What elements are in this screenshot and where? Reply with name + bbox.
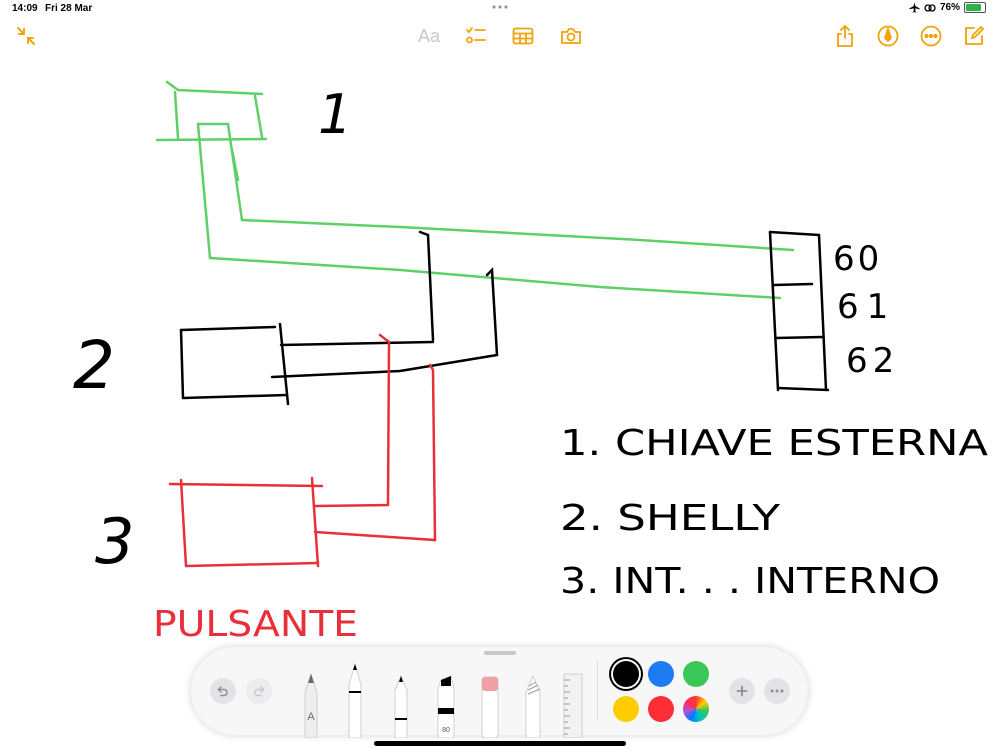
table-icon[interactable]: [509, 22, 537, 50]
palette-more-button[interactable]: [764, 678, 790, 704]
share-icon[interactable]: [831, 22, 859, 50]
number-2: 2: [73, 327, 115, 404]
color-swatch-red[interactable]: [648, 696, 674, 722]
tool-tray: A 80: [304, 662, 583, 738]
color-picker-multicolor[interactable]: [683, 696, 709, 722]
plus-icon: [736, 685, 748, 697]
black-wires: [179, 230, 830, 406]
legend-2: 2. SHELLY: [560, 498, 781, 539]
camera-icon[interactable]: [557, 22, 585, 50]
battery-percent: 76%: [939, 2, 960, 13]
marker-tool[interactable]: 80: [437, 675, 455, 738]
airplane-icon: [909, 2, 920, 13]
multitasking-dots-icon[interactable]: [491, 4, 509, 10]
ruler-tool[interactable]: [563, 673, 583, 738]
checklist-icon[interactable]: [462, 22, 490, 50]
battery-icon: [964, 2, 986, 13]
legend-3: 3. INT. . . INTERNO: [560, 561, 940, 602]
undo-icon: [217, 686, 228, 697]
undo-button[interactable]: [210, 678, 236, 704]
status-date: Fri 28 Mar: [45, 3, 93, 14]
add-button[interactable]: [729, 678, 755, 704]
collapse-icon[interactable]: [12, 22, 40, 50]
home-indicator[interactable]: [374, 741, 626, 746]
redo-icon: [254, 686, 265, 697]
text-format-button[interactable]: Aa: [417, 25, 441, 46]
terminal-61: 61: [837, 287, 896, 327]
legend-1: 1. CHIAVE ESTERNA: [560, 423, 988, 464]
markup-palette: [191, 647, 808, 735]
compose-icon[interactable]: [960, 22, 988, 50]
color-swatch-green[interactable]: [683, 661, 709, 687]
color-swatch-black[interactable]: [613, 661, 639, 687]
red-label-pulsante: PULSANTE: [153, 604, 358, 645]
marker-tool-label: 80: [442, 727, 450, 734]
terminal-60: 60: [833, 239, 882, 279]
status-time: 14:09: [12, 3, 38, 14]
more-icon: [770, 689, 784, 693]
terminal-62: 62: [846, 341, 899, 381]
palette-grabber[interactable]: [484, 651, 516, 655]
lasso-tool[interactable]: [525, 674, 541, 738]
red-wires: [168, 333, 437, 568]
pen-tool-label: A: [307, 711, 315, 723]
pen-tool[interactable]: A: [304, 672, 318, 738]
number-3: 3: [95, 505, 134, 578]
drawing-canvas[interactable]: 1 2 3 60 61 62 1. CHIAVE ESTERNA 2. SHEL…: [0, 55, 1000, 645]
status-bar: 14:09 Fri 28 Mar 76%: [0, 0, 1000, 18]
more-icon[interactable]: [917, 22, 945, 50]
color-swatch-yellow[interactable]: [613, 696, 639, 722]
fountain-pen-tool[interactable]: [394, 674, 408, 738]
color-swatch-blue[interactable]: [648, 661, 674, 687]
palette-divider: [597, 660, 598, 720]
green-wires: [155, 80, 795, 300]
number-1: 1: [318, 83, 352, 146]
redo-button[interactable]: [246, 678, 272, 704]
markup-pen-icon[interactable]: [874, 22, 902, 50]
monoline-tool[interactable]: [348, 662, 362, 738]
eraser-tool[interactable]: [481, 676, 499, 738]
focus-link-icon: [924, 3, 936, 12]
